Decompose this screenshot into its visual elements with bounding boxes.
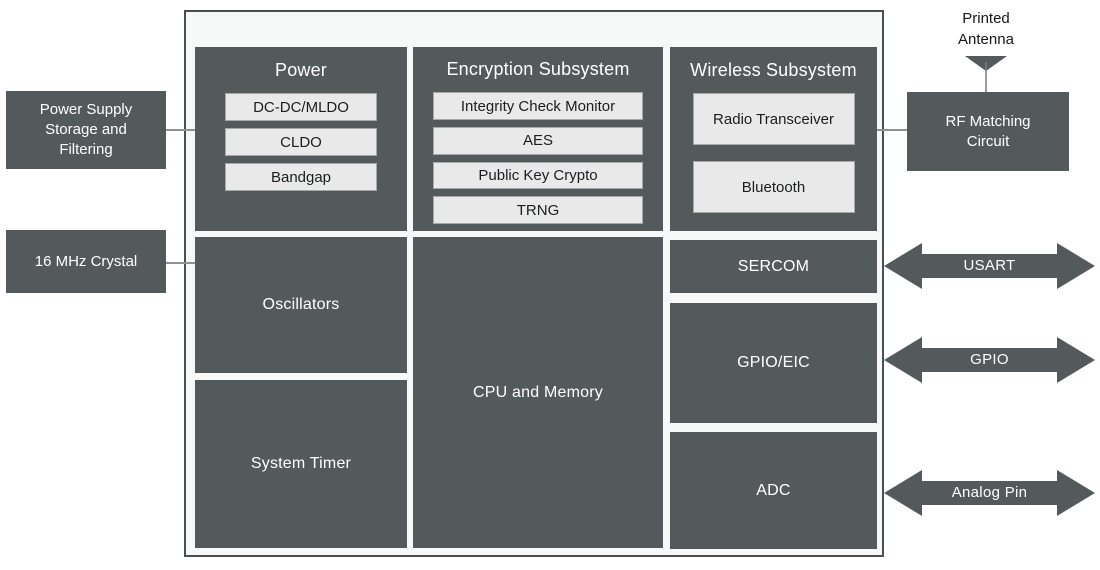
- antenna-icon: [965, 56, 1007, 92]
- usart-arrow-label: USART: [963, 257, 1016, 274]
- subblock-dcdc-mldo: DC-DC/MLDO: [225, 93, 377, 121]
- system-timer-label: System Timer: [250, 455, 352, 472]
- sercom-label: SERCOM: [737, 257, 810, 275]
- system-timer-block: System Timer: [195, 380, 407, 548]
- subblock-bandgap: Bandgap: [225, 163, 377, 191]
- encryption-title: Encryption Subsystem: [446, 59, 630, 80]
- power-supply-box: Power Supply Storage and Filtering: [6, 91, 166, 169]
- printed-antenna-label: Printed Antenna: [958, 10, 1014, 48]
- subblock-aes: AES: [433, 127, 643, 155]
- sercom-block: SERCOM: [670, 240, 877, 293]
- bidirectional-arrow-icon: [884, 470, 1095, 516]
- power-supply-label: Power Supply Storage and Filtering: [39, 101, 133, 158]
- rf-wire: [876, 129, 908, 131]
- gpio-arrow-label: GPIO: [970, 351, 1009, 368]
- bidirectional-arrow-icon: [884, 243, 1095, 289]
- cpu-memory-label: CPU and Memory: [473, 383, 603, 401]
- wireless-title: Wireless Subsystem: [690, 59, 857, 80]
- analog-pin-arrow-label: Analog Pin: [951, 484, 1028, 501]
- subblock-cldo: CLDO: [225, 128, 377, 156]
- bidirectional-arrow-icon: [884, 337, 1095, 383]
- rf-matching-box: RF Matching Circuit: [907, 92, 1069, 171]
- gpio-arrow: GPIO: [884, 335, 1095, 385]
- subblock-radio-transceiver: Radio Transceiver: [692, 93, 855, 145]
- crystal-label: 16 MHz Crystal: [34, 252, 138, 270]
- rf-matching-label: RF Matching Circuit: [945, 112, 1031, 150]
- encryption-block: Encryption Subsystem Integrity Check Mon…: [413, 47, 663, 231]
- oscillators-block: Oscillators: [195, 237, 407, 373]
- adc-block: ADC: [670, 432, 877, 549]
- power-title: Power: [274, 59, 328, 80]
- gpio-eic-label: GPIO/EIC: [737, 354, 810, 371]
- subblock-public-key-crypto: Public Key Crypto: [433, 161, 643, 190]
- subblock-integrity-check-monitor: Integrity Check Monitor: [433, 92, 643, 121]
- usart-arrow: USART: [884, 241, 1095, 291]
- subblock-trng: TRNG: [433, 196, 643, 225]
- power-block: Power DC-DC/MLDO CLDO Bandgap: [195, 47, 407, 231]
- wireless-block: Wireless Subsystem Radio Transceiver Blu…: [670, 47, 877, 231]
- oscillators-label: Oscillators: [262, 296, 340, 313]
- cpu-memory-block: CPU and Memory: [413, 237, 663, 548]
- subblock-bluetooth: Bluetooth: [692, 161, 855, 213]
- crystal-wire: [166, 262, 196, 264]
- gpio-eic-block: GPIO/EIC: [670, 303, 877, 423]
- analog-pin-arrow: Analog Pin: [884, 468, 1095, 518]
- power-supply-wire: [166, 129, 196, 131]
- adc-label: ADC: [756, 481, 791, 499]
- crystal-box: 16 MHz Crystal: [6, 230, 166, 293]
